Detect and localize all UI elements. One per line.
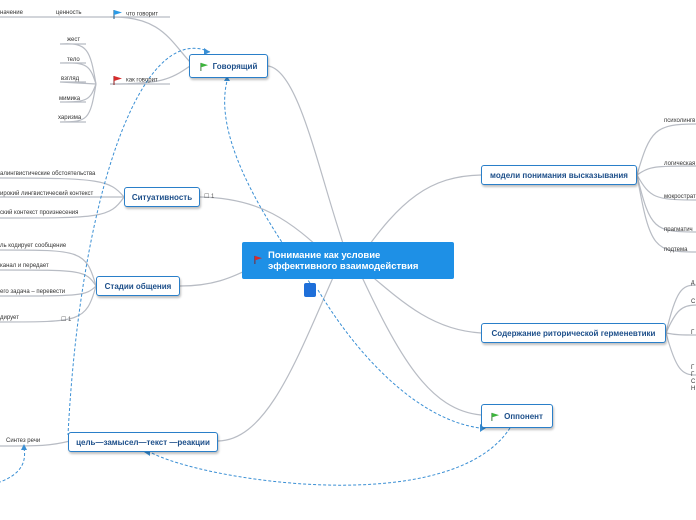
comment-marker[interactable]: ☐ 1	[61, 317, 72, 323]
green-flag-icon	[491, 412, 500, 421]
red-flag-icon	[254, 255, 263, 264]
node-models-label: модели понимания высказывания	[490, 170, 628, 180]
edge-goal	[217, 261, 341, 442]
central-line-2: эффективного взаимодействия	[268, 261, 419, 272]
comment-count: 1	[211, 194, 215, 200]
comment-count: 1	[68, 317, 72, 323]
leaf-r-1[interactable]: д	[691, 280, 695, 286]
leaf-kak-govorit-label: как говорит	[126, 77, 158, 84]
node-rhetoric-label: Содержание риторической герменевтики	[491, 328, 656, 338]
leaf-sit-2[interactable]: ирокий лингвистический контекст	[0, 191, 94, 197]
leaf-st-4[interactable]: дирует	[0, 315, 19, 321]
leaf-zhest[interactable]: жест	[67, 37, 81, 43]
central-topic[interactable]: Понимание как условие эффективного взаим…	[242, 242, 454, 279]
dashed-central-opponent	[317, 289, 481, 429]
leaf-r-4[interactable]: Г	[691, 365, 695, 371]
edge-opponent	[354, 261, 482, 416]
leaf-st-3[interactable]: его задача – перевести	[0, 289, 66, 295]
node-stages[interactable]: Стадии общения	[96, 276, 180, 296]
edge-models	[359, 174, 482, 259]
node-rhetoric[interactable]: Содержание риторической герменевтики	[481, 323, 666, 343]
leaf-st-2[interactable]: канал и передает	[0, 263, 49, 269]
blue-flag-icon	[113, 10, 122, 19]
leaf-sit-3[interactable]: ский контекст произнесения	[0, 210, 79, 216]
leaf-r-2[interactable]: С	[691, 299, 696, 305]
node-goal[interactable]: цель—замысел—текст —реакции	[68, 432, 218, 452]
leaf-kak-govorit[interactable]: как говорит	[113, 75, 158, 85]
leaf-r-7[interactable]: Н	[691, 386, 696, 392]
leaf-sintez[interactable]: Синтез речи	[6, 438, 41, 444]
node-speaker-label: Говорящий	[212, 61, 258, 71]
leaf-sit-1[interactable]: алингвистические обстоятельства	[0, 171, 96, 177]
leaf-telo[interactable]: тело	[67, 57, 80, 63]
leaf-znachenie[interactable]: начение	[0, 10, 23, 16]
node-situativity[interactable]: Ситуативность	[124, 187, 200, 207]
leaf-chto-govorit-label: что говорит	[126, 11, 159, 18]
leaf-m-1[interactable]: психолингв	[664, 118, 696, 124]
central-line-1: Понимание как условие	[268, 250, 381, 261]
node-opponent[interactable]: Оппонент	[481, 404, 553, 428]
green-flag-icon	[200, 62, 208, 71]
node-stages-label: Стадии общения	[104, 281, 172, 291]
leaf-r-3[interactable]: Г	[691, 330, 695, 336]
leaf-m-3[interactable]: мокрострат	[664, 194, 696, 200]
node-speaker[interactable]: Говорящий	[189, 54, 268, 78]
collapse-toggle[interactable]	[304, 283, 316, 297]
comment-marker[interactable]: ☐ 1	[204, 194, 215, 200]
leaf-mimika[interactable]: мимика	[59, 96, 81, 102]
dashed-speaker-goal	[67, 47, 211, 436]
node-models[interactable]: модели понимания высказывания	[481, 165, 637, 185]
edge-speaker	[267, 65, 349, 259]
red-flag-icon	[113, 76, 122, 85]
leaf-vzglyad[interactable]: взгляд	[61, 76, 80, 82]
node-goal-label: цель—замысел—текст —реакции	[76, 437, 210, 447]
leaf-harizma[interactable]: харизма	[58, 115, 82, 121]
dashed-sintez	[0, 447, 26, 483]
leaf-r-5[interactable]: Г	[691, 372, 695, 378]
leaf-st-1[interactable]: ль кодирует сообщение	[0, 243, 67, 249]
leaf-m-4[interactable]: прагматич	[664, 227, 693, 233]
leaf-cennost[interactable]: ценность	[56, 10, 82, 16]
leaf-m-5[interactable]: подтема	[664, 247, 688, 253]
edge-chto	[109, 16, 191, 63]
dashed-opponent-goal	[149, 427, 511, 486]
leaf-m-2[interactable]: логическая	[664, 161, 696, 167]
node-opponent-label: Оппонент	[504, 411, 543, 421]
leaf-r-6[interactable]: С	[691, 379, 696, 385]
leaf-chto-govorit[interactable]: что говорит	[113, 9, 158, 19]
node-situativity-label: Ситуативность	[131, 192, 193, 202]
